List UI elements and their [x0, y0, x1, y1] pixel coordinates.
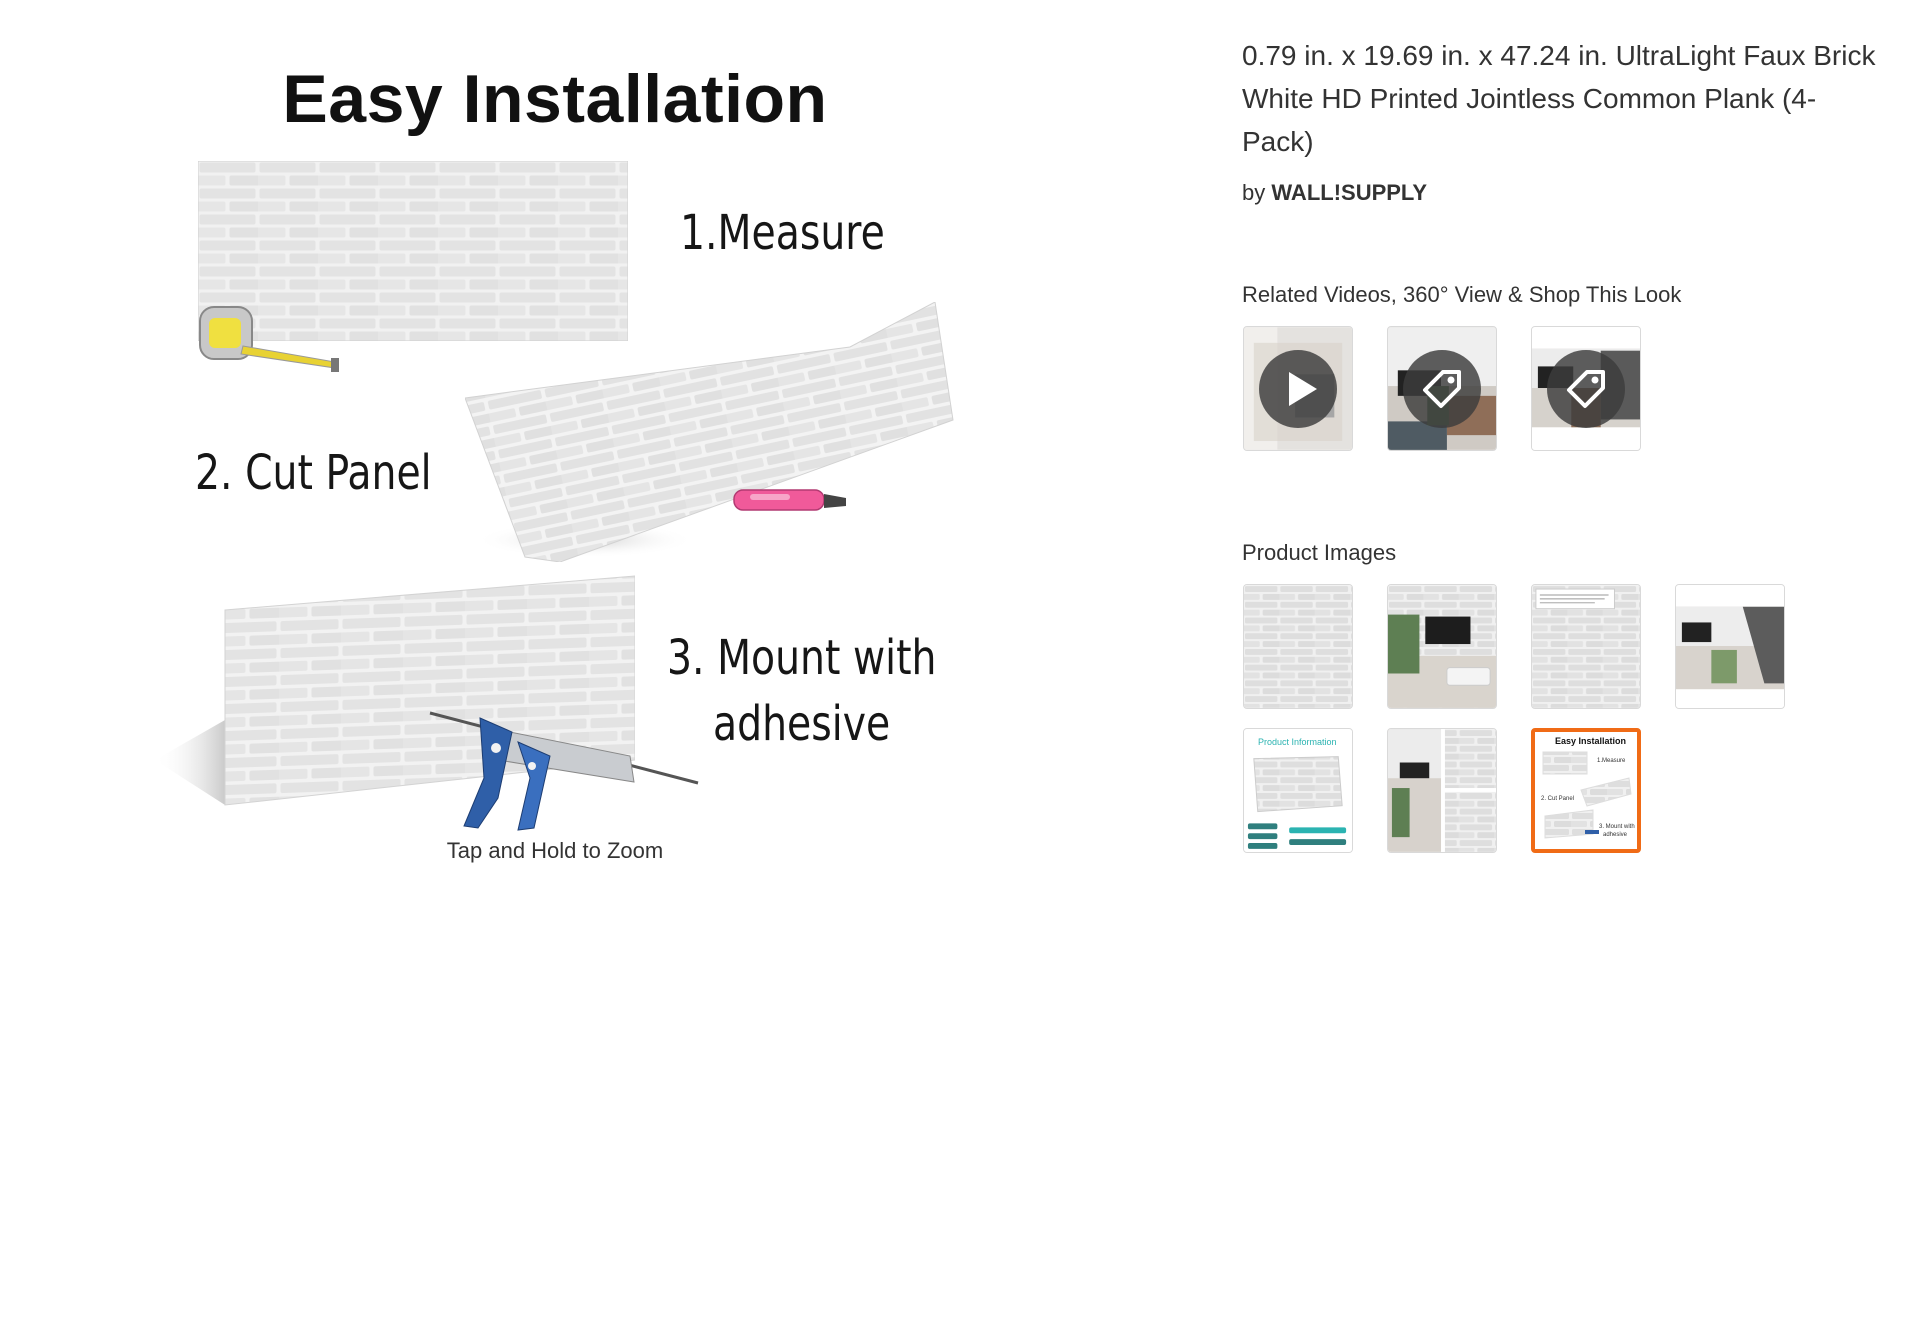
image-heading: Easy Installation — [282, 61, 828, 137]
product-image-thumb-1[interactable] — [1243, 584, 1353, 709]
shop-this-look-thumb-1[interactable] — [1387, 326, 1497, 451]
play-icon — [1259, 349, 1337, 428]
product-images-heading: Product Images — [1242, 540, 1397, 565]
living-room-image — [1388, 585, 1496, 708]
price-tag-icon — [1403, 349, 1481, 428]
product-title: 0.79 in. x 19.69 in. x 47.24 in. UltraLi… — [1242, 40, 1876, 157]
shop-this-look-thumb-2[interactable] — [1531, 326, 1641, 451]
product-image-thumb-4[interactable] — [1675, 584, 1785, 709]
product-image-thumb-3[interactable] — [1531, 584, 1641, 709]
brick-panel-cut — [465, 302, 954, 562]
thumb-caption: Product Information — [1258, 737, 1337, 747]
price-tag-icon — [1547, 349, 1625, 428]
product-image-thumb-7-selected[interactable]: Easy Installation 1.Measure 2. Cut Panel… — [1531, 728, 1641, 853]
thumb-step-2: 2. Cut Panel — [1541, 796, 1575, 802]
related-video-thumb[interactable] — [1243, 326, 1353, 451]
box-cutter-icon — [733, 489, 846, 511]
brick-texture-image — [1532, 585, 1640, 708]
thumb-step-3: 3. Mount with — [1599, 824, 1635, 830]
thumb-step-3-continued: adhesive — [1603, 832, 1628, 838]
thumb-title: Easy Installation — [1555, 736, 1627, 746]
room-stairs-image — [1676, 585, 1784, 708]
step-3-label: 3. Mount with — [667, 630, 937, 686]
tape-measure-icon — [199, 306, 339, 372]
product-information-image — [1244, 729, 1352, 852]
step-2-label: 2. Cut Panel — [195, 445, 432, 501]
room-collage-image — [1388, 729, 1496, 852]
brand-link[interactable]: WALL!SUPPLY — [1271, 180, 1428, 205]
thumb-step-1: 1.Measure — [1597, 758, 1626, 764]
easy-installation-thumbnail — [1535, 732, 1637, 849]
brick-closeup-image — [1244, 585, 1352, 708]
related-videos-heading: Related Videos, 360° View & Shop This Lo… — [1242, 282, 1682, 307]
caulk-gun-icon — [429, 711, 699, 831]
brand-byline: by WALL!SUPPLY — [1242, 180, 1427, 206]
brick-panel-measure — [198, 161, 628, 341]
product-image-thumb-5[interactable]: Product Information — [1243, 728, 1353, 853]
main-product-image[interactable]: Easy Installation 1.Measure — [150, 40, 960, 863]
product-image-thumb-6[interactable] — [1387, 728, 1497, 853]
by-prefix: by — [1242, 180, 1266, 205]
product-image-thumb-2[interactable] — [1387, 584, 1497, 709]
zoom-hint: Tap and Hold to Zoom — [446, 838, 664, 863]
step-3-label-continued: adhesive — [713, 696, 891, 752]
step-1-label: 1.Measure — [680, 205, 885, 261]
